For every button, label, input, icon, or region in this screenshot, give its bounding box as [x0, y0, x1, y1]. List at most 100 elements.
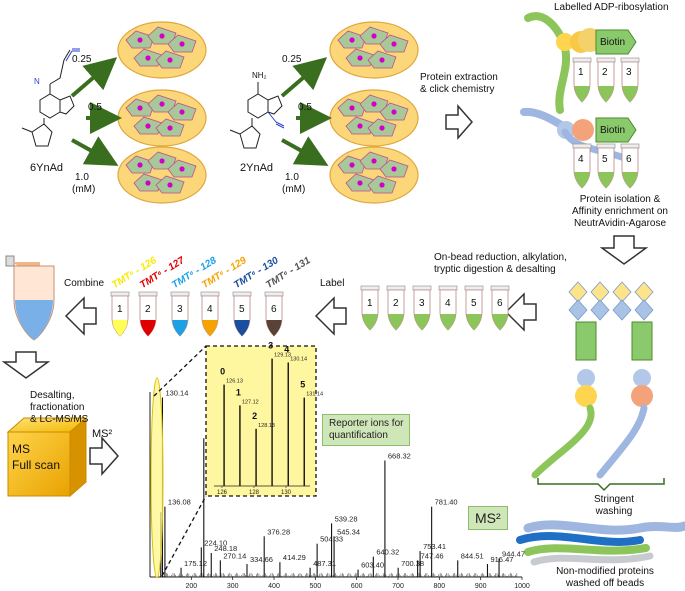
onbead-line1: On-bead reduction, alkylation,	[434, 252, 567, 263]
compound-6ynad-name: 6YnAd	[30, 162, 64, 174]
spectrum-peak-label: 334.66	[250, 555, 273, 564]
inset-peak-label: 127.12	[242, 399, 259, 405]
bead-petal	[568, 299, 588, 321]
tmt-tube-3	[170, 291, 190, 337]
green-tube-1	[360, 285, 380, 331]
ms2-big-label: MS²	[468, 506, 508, 530]
green-tube-6	[490, 285, 510, 331]
inset-peak-label: 131.14	[306, 392, 323, 398]
spectrum-peak-label: 781.40	[435, 498, 458, 507]
compound-2ynad-name: 2YnAd	[240, 162, 274, 174]
tmt-tube-number-6: 6	[271, 304, 277, 315]
zoom-line-top	[153, 345, 207, 397]
combine-step: Combine	[64, 278, 105, 289]
tmt-tube-number-1: 1	[117, 304, 123, 315]
cell-dish-group-2ynad	[329, 21, 419, 204]
green-tube-4	[438, 285, 458, 331]
dose-label-05-a: 0.5	[88, 102, 102, 113]
spectrum-tick-label: 600	[351, 583, 363, 590]
isolation-line1: Protein isolation &	[579, 194, 661, 205]
spectrum-tick-label: 800	[433, 583, 445, 590]
hollow-arrow-label	[314, 296, 347, 336]
green-tube-number-6: 6	[497, 298, 503, 309]
tmt-tube-4	[200, 291, 220, 337]
hollow-arrow-down-right	[599, 235, 649, 265]
spectrum-tick-label: 300	[227, 583, 239, 590]
spectrum-peak-label: 603.40	[361, 561, 384, 570]
tmt-tube-set	[110, 291, 284, 337]
spectrum-tick-label: 400	[268, 583, 280, 590]
spectrum-peak-label: 944.47	[502, 550, 525, 559]
dose-label-10-b: 1.0	[285, 172, 299, 183]
ms2-small-label: MS²	[92, 428, 113, 440]
dose-arrows-2ynad	[280, 57, 332, 166]
reporter-region-highlight	[150, 377, 164, 579]
onbead-line2: tryptic digestion & desalting	[434, 264, 556, 275]
reporter-line1: Reporter ions for	[329, 418, 404, 429]
dose-arrows-6ynad	[70, 57, 122, 166]
spectrum-peak-label: 700.38	[401, 559, 424, 568]
tmt-tube-6	[264, 291, 284, 337]
molecule-2ynad-structure	[229, 82, 285, 149]
hollow-arrow-extraction	[445, 104, 473, 140]
cell-dish-group-6ynad	[117, 21, 207, 204]
desalting-line2: fractionation	[30, 402, 85, 413]
inset-channel-label: 3	[268, 341, 273, 351]
inset-tick-label: 130	[281, 490, 292, 496]
cell-dish-b0	[329, 21, 419, 79]
bead-schematic	[531, 281, 654, 479]
reporter-ions-box: Reporter ions for quantification	[322, 414, 411, 446]
tube-mid-4: 4	[578, 154, 584, 165]
tube-top-3: 3	[626, 67, 632, 78]
green-tube-number-4: 4	[445, 298, 451, 309]
nonmod-line1: Non-modified proteins	[556, 566, 654, 577]
green-tube-3	[412, 285, 432, 331]
spectrum-peak-label: 136.08	[168, 498, 191, 507]
tube-mid-5: 5	[602, 154, 608, 165]
bead-petal	[568, 281, 588, 303]
ms-cube-line2: Full scan	[12, 458, 61, 472]
green-tube-number-3: 3	[419, 298, 425, 309]
tube-top-2: 2	[602, 67, 608, 78]
dose-label-10-a: 1.0	[75, 172, 89, 183]
molecule-6ynad-structure	[21, 48, 80, 147]
spectrum-peak-label: 916.47	[490, 555, 513, 564]
tube-top-shape-2	[596, 57, 616, 103]
inset-peak-label: 129.13	[274, 353, 291, 359]
spectrum-tick-label: 900	[475, 583, 487, 590]
stringent-line2: washing	[595, 506, 633, 517]
bead-petal	[590, 299, 610, 321]
tube-mid-shape-2	[596, 143, 616, 189]
cell-dish-b2	[329, 146, 419, 204]
reporter-line2: quantification	[329, 430, 388, 441]
green-tube-set	[360, 285, 510, 331]
tmt-tube-number-3: 3	[177, 304, 183, 315]
spectrum-peak-label: 224.10	[204, 538, 227, 547]
spectrum-peak-label: 487.31	[313, 559, 336, 568]
inset-channel-label: 4	[284, 345, 289, 355]
tmt-tube-number-2: 2	[145, 304, 151, 315]
tube-mid-shape-3	[620, 143, 640, 189]
spectrum-tick-label: 1000	[514, 583, 530, 590]
tmt-tube-1	[110, 291, 130, 337]
tmt-tube-2	[138, 291, 158, 337]
stringent-line1: Stringent	[593, 494, 635, 505]
spectrum-peak-label: 545.34	[337, 527, 360, 536]
spectrum-peak-label: 175.12	[184, 559, 207, 568]
desalting-line3: & LC-MS/MS	[30, 414, 89, 425]
tube-mid-6: 6	[626, 154, 632, 165]
isolation-line2: Affinity enrichment on	[572, 206, 668, 217]
isolation-line3: NeutrAvidin-Agarose	[573, 218, 667, 229]
hollow-arrow-ms2	[89, 436, 120, 476]
washing-brace	[537, 478, 665, 492]
spectrum-peak-label: 270.14	[223, 551, 246, 560]
cell-dish-a1	[117, 89, 207, 147]
dose-unit-a: (mM)	[72, 184, 96, 195]
inset-peak-label: 126.13	[226, 379, 243, 385]
spectrum-peak-label: 844.51	[461, 551, 484, 560]
spectrum-peak-label: 753.41	[423, 542, 446, 551]
green-tube-5	[464, 285, 484, 331]
dose-label-05-b: 0.5	[298, 102, 312, 113]
